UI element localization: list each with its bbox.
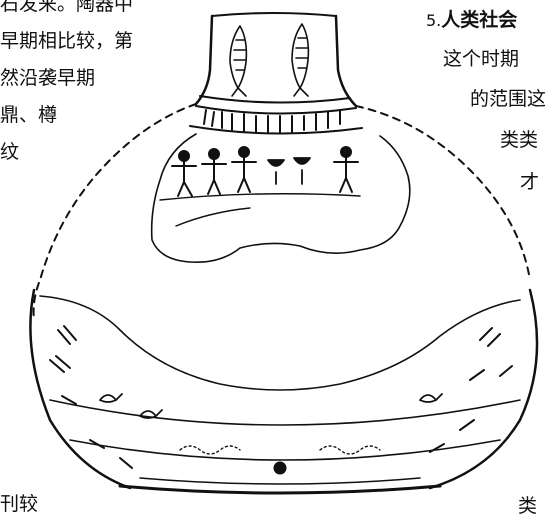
human-figure-icon bbox=[171, 150, 197, 197]
jar-neck-outline bbox=[194, 14, 214, 106]
right-text-line-1: 这个时期 bbox=[443, 48, 520, 70]
left-text-line-1: 石发来。陶器中 bbox=[0, 0, 134, 15]
jar-body-dashed-right bbox=[355, 105, 531, 281]
jar-neck-outline-right bbox=[334, 14, 358, 108]
section-number: 5. bbox=[426, 11, 442, 30]
left-text-line-5: 纹 bbox=[0, 141, 20, 163]
fish-icon bbox=[229, 25, 248, 97]
jar-body-dashed-left bbox=[32, 103, 197, 321]
lower-left-hatching bbox=[49, 325, 133, 469]
left-text-line-6: 刊较 bbox=[0, 493, 39, 515]
jar-body-lower-left bbox=[29, 288, 132, 490]
lower-band-2 bbox=[69, 439, 501, 461]
section-heading: 5.人类社会 bbox=[426, 8, 517, 33]
jar-body-lower-right bbox=[428, 288, 539, 490]
base-ornament bbox=[273, 461, 287, 475]
wavy-dotted-line bbox=[319, 445, 381, 455]
neck-band-2 bbox=[195, 105, 357, 115]
shoulder-decor-band bbox=[203, 109, 341, 133]
lower-right-hatching bbox=[429, 327, 513, 453]
right-text-line-2: 的范围这 bbox=[470, 88, 547, 110]
right-text-line-5: 类 bbox=[518, 495, 538, 517]
scene-line-2 bbox=[175, 207, 251, 227]
fragment-edge-lower bbox=[39, 295, 521, 391]
wavy-dotted-line bbox=[179, 445, 241, 455]
bird-icon bbox=[99, 393, 443, 419]
lower-band-1 bbox=[49, 399, 521, 426]
fragment-edge-upper bbox=[150, 133, 411, 264]
fish-icon bbox=[291, 23, 310, 97]
bowl-icon bbox=[267, 157, 311, 185]
human-figure-icon bbox=[333, 146, 359, 193]
jar-rim bbox=[211, 12, 337, 17]
right-text-line-3: 类类 bbox=[500, 129, 539, 151]
jar-base bbox=[118, 484, 442, 495]
left-text-line-4: 鼎、樽 bbox=[0, 104, 58, 126]
jar-base-inner bbox=[139, 477, 421, 485]
left-text-line-3: 然沿袭早期 bbox=[0, 67, 96, 89]
section-heading-text: 人类社会 bbox=[441, 9, 518, 31]
human-figure-icon bbox=[231, 146, 257, 193]
human-figure-icon bbox=[201, 148, 227, 195]
left-text-line-2: 早期相比较，第 bbox=[0, 30, 134, 52]
neck-band-1 bbox=[199, 95, 351, 104]
neck-band-3 bbox=[189, 125, 363, 135]
scene-ground-line bbox=[159, 193, 361, 201]
right-text-line-4: 才 bbox=[520, 171, 540, 193]
